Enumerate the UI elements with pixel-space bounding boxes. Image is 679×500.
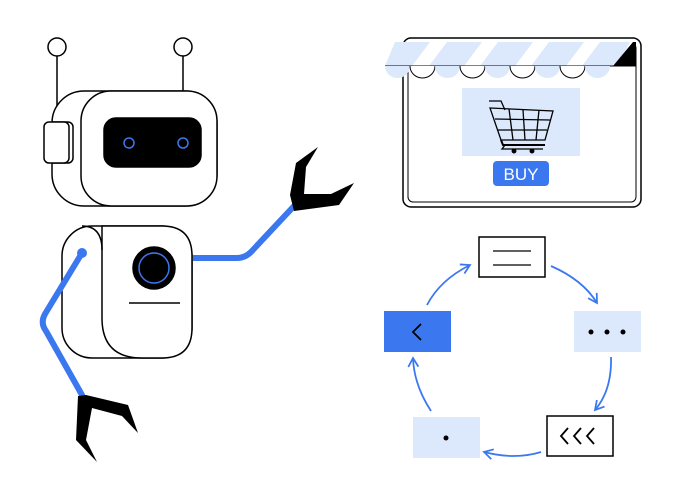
awning bbox=[385, 42, 636, 79]
robot bbox=[39, 37, 298, 398]
cycle-arrow bbox=[550, 265, 598, 305]
robot-eye-right bbox=[177, 137, 189, 149]
cycle-step-text[interactable] bbox=[478, 236, 546, 278]
cycle-step-dot[interactable] bbox=[413, 417, 480, 458]
robot-body-front bbox=[101, 225, 193, 359]
robot-shoulder-joint bbox=[77, 248, 87, 258]
cycle-step-back[interactable] bbox=[384, 311, 451, 352]
buy-label: BUY bbox=[504, 165, 539, 184]
ellipsis-icon bbox=[588, 329, 626, 335]
cycle-arrow bbox=[482, 448, 542, 460]
cycle-arrow bbox=[426, 263, 472, 306]
text-lines-icon bbox=[493, 250, 531, 266]
dot-icon bbox=[443, 435, 449, 441]
antenna-right-ball bbox=[173, 37, 193, 57]
antenna-left-ball bbox=[47, 37, 67, 57]
cycle-arrow bbox=[593, 356, 612, 412]
cycle-diagram bbox=[407, 263, 612, 460]
buy-button[interactable]: BUY bbox=[493, 161, 549, 186]
robot-body-edge bbox=[81, 225, 103, 251]
robot-visor bbox=[103, 117, 202, 168]
robot-arm-left bbox=[39, 250, 85, 398]
triple-chevron-left-icon bbox=[559, 427, 595, 445]
robot-eye-left bbox=[123, 137, 135, 149]
robot-ear bbox=[43, 121, 70, 164]
gripper-right-icon bbox=[290, 147, 354, 211]
robot-arm-right bbox=[193, 202, 298, 261]
chevron-left-icon bbox=[411, 323, 422, 341]
cycle-step-more[interactable] bbox=[574, 311, 641, 352]
cycle-arrow bbox=[407, 356, 432, 412]
robot-camera-ring bbox=[138, 252, 170, 284]
shopping-cart-icon bbox=[489, 100, 554, 154]
storefront: BUY bbox=[385, 37, 642, 208]
gripper-left-icon bbox=[76, 395, 138, 462]
cycle-step-rewind[interactable] bbox=[546, 415, 614, 457]
